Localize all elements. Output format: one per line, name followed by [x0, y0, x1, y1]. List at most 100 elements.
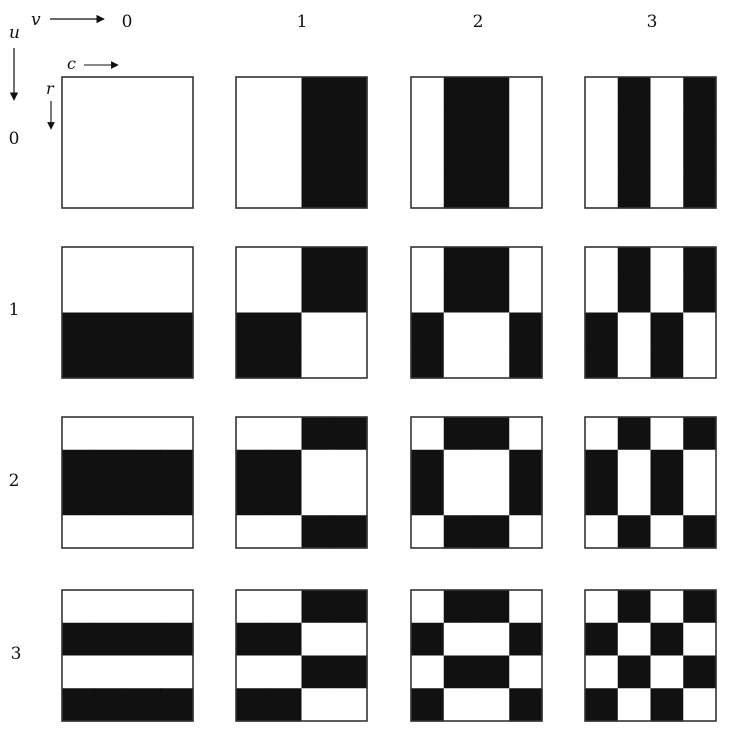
- column-label: 2: [473, 12, 484, 32]
- basis-image-frame: [235, 76, 368, 209]
- basis-image-frame: [584, 416, 717, 549]
- basis-cell: [160, 247, 194, 281]
- basis-cell: [411, 345, 445, 379]
- basis-cell: [443, 77, 478, 111]
- basis-cell: [334, 417, 368, 451]
- basis-cell: [617, 175, 652, 209]
- basis-cell: [476, 279, 510, 314]
- basis-cell: [683, 247, 717, 281]
- basis-cell: [334, 688, 368, 722]
- basis-cell: [160, 688, 194, 722]
- basis-cell: [683, 312, 717, 346]
- basis-cell: [650, 77, 684, 111]
- basis-image-frame: [584, 589, 717, 722]
- basis-cell: [301, 590, 335, 624]
- basis-cell: [411, 175, 445, 209]
- basis-cell: [160, 109, 194, 144]
- basis-cell: [301, 109, 335, 144]
- basis-cell: [411, 622, 445, 657]
- basis-cell: [62, 77, 96, 111]
- basis-cell: [127, 312, 161, 346]
- basis-cell: [236, 515, 270, 549]
- basis-cell: [683, 590, 717, 624]
- basis-cell: [585, 482, 619, 516]
- basis-cell: [617, 312, 652, 346]
- basis-cell: [650, 688, 684, 722]
- basis-cell: [301, 417, 335, 451]
- row-label: 2: [9, 471, 20, 491]
- basis-cell: [443, 655, 478, 689]
- basis-cell: [236, 312, 270, 346]
- basis-cell: [268, 449, 303, 484]
- basis-cell: [94, 142, 129, 176]
- basis-cell: [411, 688, 445, 722]
- basis-cell: [411, 482, 445, 516]
- basis-cell: [617, 345, 652, 379]
- basis-cell: [411, 77, 445, 111]
- basis-image-grid: [61, 76, 717, 722]
- basis-cell: [236, 109, 270, 144]
- basis-cell: [476, 449, 510, 484]
- row-label: 3: [11, 644, 22, 664]
- basis-cell: [127, 449, 161, 484]
- basis-cell: [585, 312, 619, 346]
- basis-cell: [617, 417, 652, 451]
- basis-image-u2-v3: [584, 416, 717, 549]
- v-axis-label: v: [31, 10, 41, 30]
- basis-cell: [62, 417, 96, 451]
- basis-cell: [683, 142, 717, 176]
- basis-cell: [683, 622, 717, 657]
- row-label: 0: [9, 129, 20, 149]
- basis-cell: [509, 482, 543, 516]
- basis-cell: [617, 688, 652, 722]
- basis-cell: [236, 449, 270, 484]
- basis-cell: [476, 77, 510, 111]
- r-axis-label: r: [46, 79, 55, 98]
- basis-cell: [683, 175, 717, 209]
- basis-cell: [617, 482, 652, 516]
- basis-cell: [509, 312, 543, 346]
- basis-image-u0-v2: [410, 76, 543, 209]
- basis-cell: [127, 515, 161, 549]
- basis-cell: [127, 247, 161, 281]
- basis-image-frame: [584, 76, 717, 209]
- basis-cell: [683, 345, 717, 379]
- basis-cell: [301, 622, 335, 657]
- basis-cell: [94, 279, 129, 314]
- basis-cell: [585, 142, 619, 176]
- basis-cell: [268, 515, 303, 549]
- basis-cell: [443, 142, 478, 176]
- basis-cell: [411, 279, 445, 314]
- basis-cell: [268, 77, 303, 111]
- basis-cell: [476, 622, 510, 657]
- basis-cell: [62, 247, 96, 281]
- basis-image-frame: [410, 416, 543, 549]
- basis-cell: [476, 655, 510, 689]
- basis-cell: [334, 247, 368, 281]
- basis-image-u3-v1: [235, 589, 368, 722]
- basis-cell: [585, 175, 619, 209]
- basis-cell: [236, 688, 270, 722]
- basis-cell: [301, 515, 335, 549]
- basis-cell: [268, 247, 303, 281]
- column-label: 1: [297, 12, 308, 32]
- basis-cell: [617, 77, 652, 111]
- basis-cell: [236, 417, 270, 451]
- basis-cell: [443, 109, 478, 144]
- basis-cell: [617, 247, 652, 281]
- basis-cell: [334, 77, 368, 111]
- basis-image-u1-v0: [61, 246, 194, 379]
- basis-cell: [476, 312, 510, 346]
- basis-cell: [683, 417, 717, 451]
- basis-cell: [617, 142, 652, 176]
- basis-cell: [268, 175, 303, 209]
- basis-cell: [411, 449, 445, 484]
- basis-cell: [476, 590, 510, 624]
- basis-cell: [160, 279, 194, 314]
- basis-cell: [476, 688, 510, 722]
- basis-image-u3-v0: [61, 589, 194, 722]
- basis-cell: [683, 449, 717, 484]
- basis-cell: [62, 688, 96, 722]
- basis-cell: [411, 417, 445, 451]
